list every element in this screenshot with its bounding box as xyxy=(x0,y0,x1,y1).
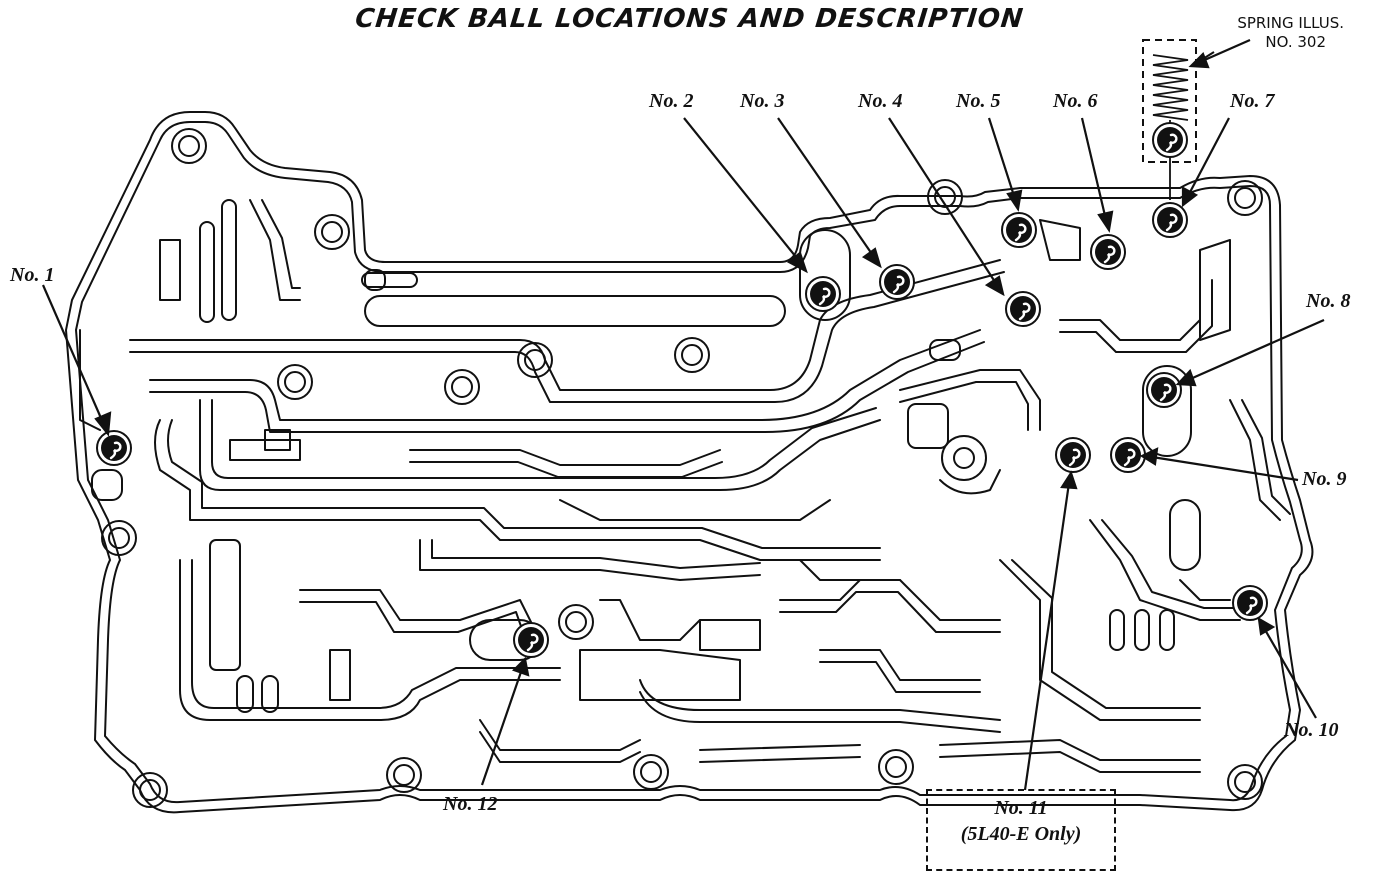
callout-no12: No. 12 xyxy=(443,793,498,815)
spring-illustration xyxy=(1142,39,1197,200)
spring-label: SPRING ILLUS. NO. 302 xyxy=(1208,14,1344,52)
check-ball-7 xyxy=(1151,201,1189,239)
callout-no11-box: No. 11 (5L40-E Only) xyxy=(926,789,1116,871)
callout-no4: No. 4 xyxy=(858,90,903,112)
callout-no3: No. 3 xyxy=(740,90,785,112)
spring-label-line2: NO. 302 xyxy=(1265,33,1326,51)
spring-coil-icon xyxy=(1152,54,1189,121)
callout-no10: No. 10 xyxy=(1284,719,1339,741)
callout-no5: No. 5 xyxy=(956,90,1001,112)
check-ball-8 xyxy=(1145,371,1183,409)
check-ball-4 xyxy=(1004,290,1042,328)
check-ball-1 xyxy=(95,429,133,467)
callout-no6: No. 6 xyxy=(1053,90,1098,112)
callout-no9: No. 9 xyxy=(1302,468,1347,490)
page-title: CHECK BALL LOCATIONS AND DESCRIPTION xyxy=(353,4,1026,34)
callout-no11: No. 11 xyxy=(994,797,1048,819)
check-ball-11 xyxy=(1054,436,1092,474)
leader-lines xyxy=(41,38,1325,791)
check-ball-6 xyxy=(1089,233,1127,271)
check-ball-2 xyxy=(804,275,842,313)
callout-no7: No. 7 xyxy=(1230,90,1275,112)
check-ball-10 xyxy=(1231,584,1269,622)
spring-label-line1: SPRING ILLUS. xyxy=(1237,14,1344,32)
callout-no1: No. 1 xyxy=(10,264,55,286)
check-ball-9 xyxy=(1109,436,1147,474)
fluid-passages xyxy=(79,199,1291,773)
bolt-holes xyxy=(101,128,1263,808)
check-ball-12 xyxy=(512,621,550,659)
check-ball-3 xyxy=(878,263,916,301)
callout-no2: No. 2 xyxy=(649,90,694,112)
callout-no8: No. 8 xyxy=(1306,290,1351,312)
check-ball-5 xyxy=(1000,211,1038,249)
callout-no11-note: (5L40-E Only) xyxy=(960,823,1082,845)
